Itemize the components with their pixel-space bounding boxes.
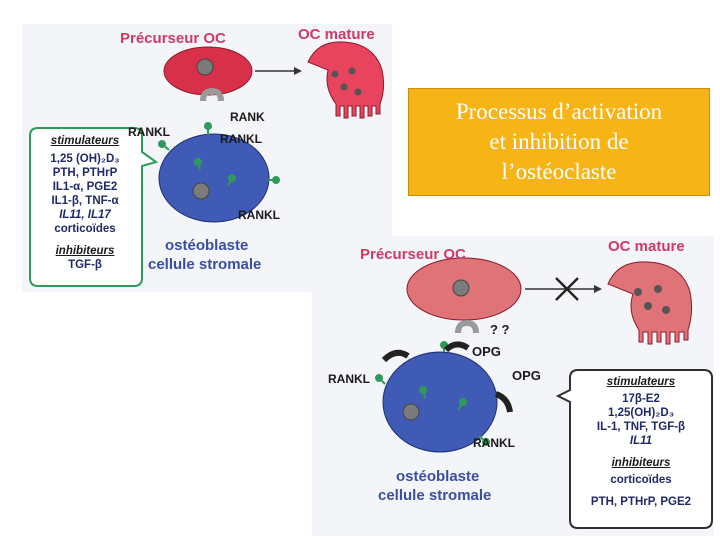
bottom-inhibitors-heading: inhibiteurs (611, 457, 671, 469)
top-callout-bubble (29, 127, 159, 287)
top-stimulator-item: IL1-β, TNF-α (51, 195, 119, 207)
top-rank-receptor (200, 87, 224, 102)
bottom-inhibitor-item: PTH, PTHrP, PGE2 (590, 496, 692, 508)
title-line-2: et inhibition de (489, 129, 629, 154)
bottom-stromal-label: cellule stromale (378, 487, 492, 504)
top-osteoblast-nucleus (192, 182, 210, 200)
bottom-stimulator-item: 1,25(OH)₂D₃ (607, 407, 675, 419)
bottom-rankl-left-label: RANKL (328, 372, 370, 386)
bottom-rankl-molecules (375, 341, 490, 446)
top-stimulator-item: 1,25 (OH)₂D₃ (50, 153, 120, 165)
bottom-precursor-nucleus (452, 279, 470, 297)
top-mature-label: OC mature (298, 26, 375, 43)
bottom-rank-receptor (455, 319, 479, 334)
bottom-mature-label: OC mature (608, 238, 685, 255)
bottom-inhibitor-item: corticoïdes (610, 474, 672, 486)
top-precursor-label: Précurseur OC (120, 30, 226, 47)
top-precursor-nucleus (196, 58, 214, 76)
bottom-rankl-bottom-label: RANKL (473, 436, 515, 450)
bottom-callout-bubble (555, 369, 713, 529)
top-rankl-bottom-label: RANKL (238, 208, 280, 222)
top-osteoblast-label: ostéoblaste (165, 237, 249, 254)
bottom-stimulator-item: IL-1, TNF, TGF-β (596, 421, 686, 433)
title-box: Processus d’activation et inhibition de … (408, 88, 710, 196)
bottom-osteoblast-nucleus (402, 403, 420, 421)
top-stimulator-item: IL11, IL17 (59, 209, 111, 221)
bottom-osteoblast-cell (382, 351, 498, 453)
bottom-osteoblast-label: ostéoblaste (396, 468, 480, 485)
top-mature-osteoclast (307, 41, 385, 119)
top-stromal-label: cellule stromale (148, 256, 262, 273)
bottom-callout-text: stimulateurs 17β-E2 1,25(OH)₂D₃ IL-1, TN… (576, 375, 706, 509)
title-line-3: l’ostéoclaste (501, 159, 617, 184)
bottom-stimulators-heading: stimulateurs (606, 376, 676, 388)
bottom-opg-top-label: OPG (472, 344, 501, 359)
bottom-precursor-label: Précurseur OC (360, 246, 466, 263)
bottom-unknown-label: ? ? (490, 322, 510, 337)
top-rankl-right-label: RANKL (220, 132, 262, 146)
top-inhibitor-item: TGF-β (68, 259, 102, 271)
title-line-1: Processus d’activation (455, 99, 663, 124)
top-callout-text: stimulateurs 1,25 (OH)₂D₃ PTH, PTHrP IL1… (32, 134, 138, 272)
bottom-stimulator-item: 17β-E2 (622, 393, 660, 405)
top-stimulator-item: IL1-α, PGE2 (52, 181, 118, 193)
top-rankl-left-label: RANKL (128, 125, 170, 139)
top-stimulator-item: corticoïdes (54, 223, 116, 235)
bottom-stimulator-item: IL11 (629, 435, 653, 447)
top-stimulator-item: PTH, PTHrP (52, 167, 118, 179)
top-osteoblast-cell (158, 133, 270, 223)
top-rankl-molecules (158, 122, 280, 187)
top-inhibitors-heading: inhibiteurs (55, 245, 115, 257)
opg-decoys (381, 341, 513, 413)
top-rank-label: RANK (230, 110, 265, 124)
bottom-opg-right-label: OPG (512, 368, 541, 383)
top-stimulators-heading: stimulateurs (50, 135, 120, 147)
